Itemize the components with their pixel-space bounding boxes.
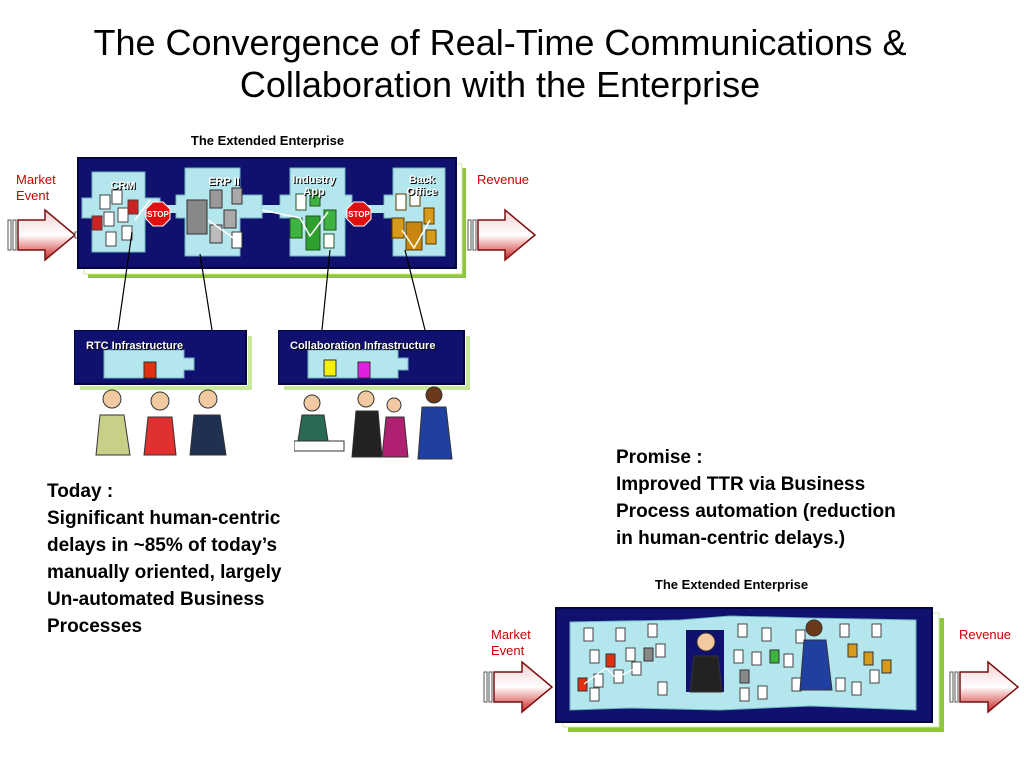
promise-heading: Promise :: [616, 447, 703, 468]
bottom-revenue-label: Revenue: [959, 627, 1012, 642]
today-line: manually oriented, largely: [47, 562, 282, 583]
svg-text:STOP: STOP: [147, 210, 169, 219]
rtc-panel: [74, 330, 252, 390]
bottom-market-arrow: [483, 660, 554, 714]
today-line: delays in ~85% of today’s: [47, 535, 278, 556]
rtc-people-illustration: [95, 389, 227, 456]
bottom-enterprise-board: [555, 607, 944, 732]
rtc-panel-label: RTC Infrastructure: [86, 340, 184, 352]
today-line: Significant human-centric: [47, 508, 281, 529]
bottom-diagram-label: The Extended Enterprise: [654, 577, 809, 592]
svg-text:STOP: STOP: [348, 210, 370, 219]
bottom-revenue-arrow: [949, 660, 1020, 714]
page-title: The Convergence of Real-Time Communicati…: [93, 22, 907, 105]
bottom-diagram: [483, 607, 1020, 732]
bottom-market-event-label: Market Event: [491, 627, 531, 658]
industry-app-label: Industry App: [292, 174, 336, 198]
stop-sign-icon: STOP: [346, 201, 372, 227]
back-office-label: Back Office: [406, 174, 438, 198]
collaboration-people-illustration: [294, 386, 453, 460]
promise-line: Improved TTR via Business: [616, 474, 866, 495]
top-revenue-arrow: [467, 208, 537, 262]
today-line: Processes: [47, 616, 143, 637]
stop-sign-icon: STOP: [145, 201, 171, 227]
today-heading: Today :: [47, 481, 114, 502]
erp-label: ERP II: [208, 176, 240, 188]
crm-label: CRM: [110, 180, 136, 192]
top-market-event-label: Market Event: [16, 172, 56, 203]
connector-lines: [117, 231, 426, 331]
top-market-arrow: [7, 208, 84, 262]
promise-line: in human-centric delays.): [616, 528, 846, 549]
collaboration-panel-label: Collaboration Infrastructure: [290, 340, 436, 352]
top-enterprise-board: STOP STOP: [77, 157, 466, 278]
top-diagram: STOP STOP: [7, 157, 537, 331]
top-revenue-label: Revenue: [477, 172, 530, 187]
today-line: Un-automated Business: [47, 589, 265, 610]
top-diagram-label: The Extended Enterprise: [190, 133, 345, 148]
promise-line: Process automation (reduction: [616, 501, 896, 522]
collaboration-panel: [278, 330, 470, 390]
